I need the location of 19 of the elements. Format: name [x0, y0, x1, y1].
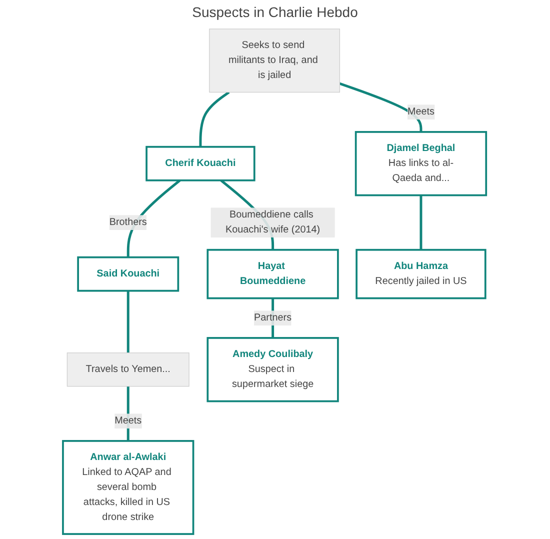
edge-label: Partners [254, 312, 292, 324]
connector [340, 82, 423, 132]
node-box: Travels to Yemen... [67, 352, 190, 387]
connector [420, 195, 423, 250]
node-box: Abu Hamza Recently jailed in US [356, 248, 487, 300]
node-box: Djamel Beghal Has links to al-Qaeda and... [355, 131, 488, 196]
node-box: Amedy Coulibaly Suspect in supermarket siege [207, 337, 340, 402]
node-box: Seeks to send militants to Iraq, and is jailed [210, 28, 340, 93]
node-box: Hayat Boumeddiene [207, 248, 340, 300]
connector [200, 91, 230, 147]
node-box: Said Kouachi [78, 256, 180, 292]
edge-label: Boumeddiene calls Kouachi's wife (2014) [226, 210, 321, 235]
node-box: Cherif Kouachi [146, 146, 256, 182]
connector [127, 290, 130, 353]
edge-label: Brothers [110, 216, 148, 228]
group-label: Suspects in Charlie Hebdo [192, 4, 358, 20]
edge-label: Meets [115, 416, 142, 426]
node-box: Anwar al-Awlaki Linked to AQAP and several bomb attacks, killed in US drone strike [62, 440, 195, 535]
edge-label: Meets [408, 106, 435, 118]
